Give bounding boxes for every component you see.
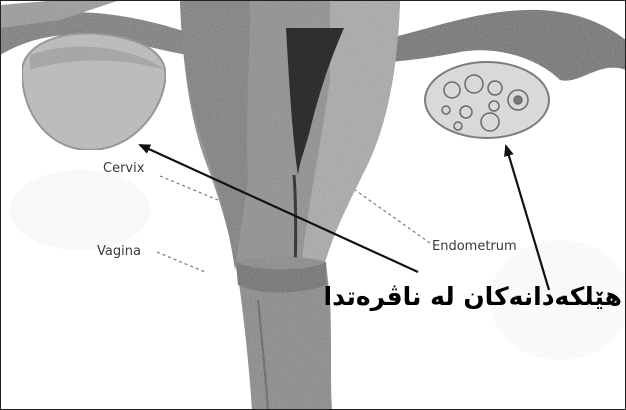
label-cervix: Cervix [103, 161, 144, 176]
kurdish-caption: هێلکەدانەکان لە ناڤرەتدا [344, 282, 622, 311]
label-vagina: Vagina [97, 244, 141, 259]
label-endometrium: Endometrum [432, 239, 517, 254]
